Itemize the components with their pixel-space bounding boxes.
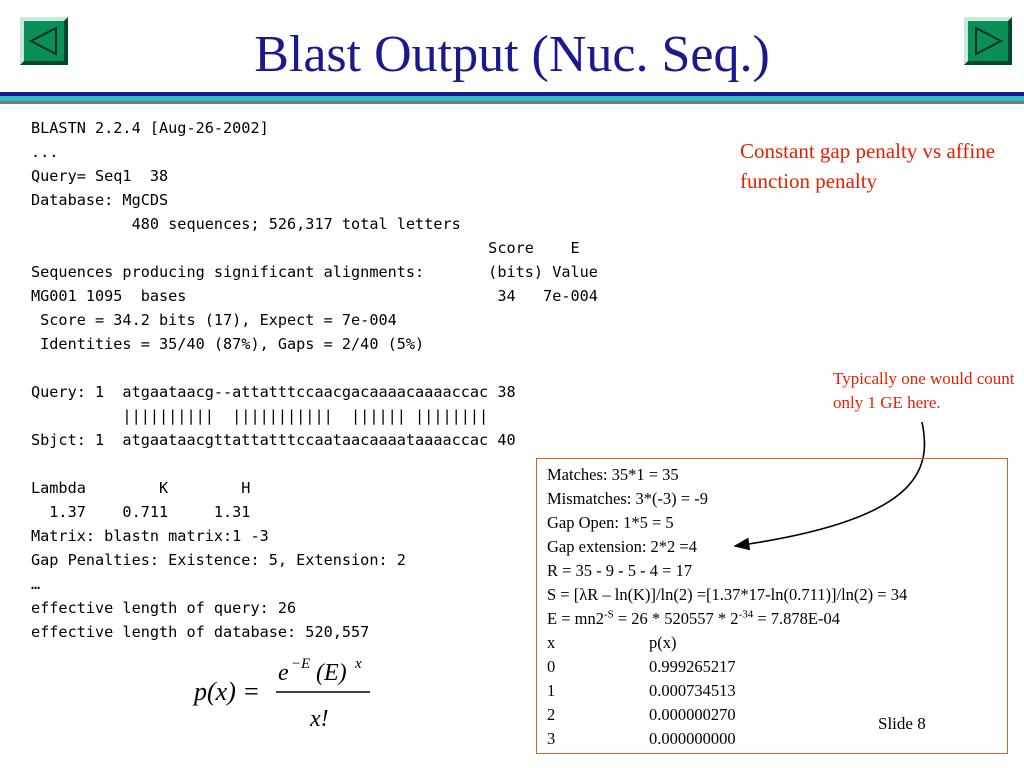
poisson-x-value: 1 xyxy=(547,681,556,700)
formula-lhs: p(x) = xyxy=(192,677,260,706)
poisson-x-value: 3 xyxy=(547,729,556,748)
formula-numerator-exp1: −E xyxy=(291,656,310,672)
poisson-x-value: 0 xyxy=(547,657,556,676)
formula-numerator-exp2: x xyxy=(354,656,362,672)
formula-denominator: x! xyxy=(309,706,329,732)
calc-gap-extension: Gap extension: 2*2 =4 xyxy=(547,537,697,556)
calc-mismatches: Mismatches: 3*(-3) = -9 xyxy=(547,489,708,508)
formula-numerator-base: e xyxy=(278,660,289,686)
poisson-formula: p(x) = e −E (E) x x! xyxy=(192,656,370,732)
title-divider xyxy=(0,92,1024,106)
calc-raw-score: R = 35 - 9 - 5 - 4 = 17 xyxy=(547,561,693,580)
poisson-x-value: 2 xyxy=(547,705,556,724)
poisson-table-row: 3 0.000000000 xyxy=(547,727,1007,751)
formula-numerator-mid: (E) xyxy=(316,660,347,686)
poisson-probability: 0.000000000 xyxy=(649,729,736,748)
slide-title: Blast Output (Nuc. Seq.) xyxy=(254,26,770,83)
gap-penalty-note: Constant gap penalty vs affine function … xyxy=(740,139,996,193)
blast-output-text: BLASTN 2.2.4 [Aug-26-2002] ... Query= Se… xyxy=(31,119,598,641)
calc-matches: Matches: 35*1 = 35 xyxy=(547,465,679,484)
poisson-probability: 0.000000270 xyxy=(649,705,736,724)
poisson-table: 0 0.999265217 1 0.000734513 2 0.000000270 3 0.0… xyxy=(547,655,1007,751)
triangle-left-icon xyxy=(29,26,57,56)
calc-bit-score: S = [λR – ln(K)]/ln(2) =[1.37*17-ln(0.71… xyxy=(547,585,908,604)
calc-gap-open: Gap Open: 1*5 = 5 xyxy=(547,513,674,532)
poisson-table-row: 1 0.000734513 xyxy=(547,679,1007,703)
next-slide-button[interactable] xyxy=(964,17,1012,65)
gap-extension-note: Typically one would count only 1 GE here… xyxy=(833,369,1015,412)
poisson-probability: 0.999265217 xyxy=(649,657,736,676)
score-calculation-box: Matches: 35*1 = 35 Mismatches: 3*(-3) = … xyxy=(536,458,1008,754)
poisson-probability: 0.000734513 xyxy=(649,681,736,700)
calc-evalue: E = mn2-S = 26 * 520557 * 2-34 = 7.878E-… xyxy=(547,608,840,628)
slide-number: Slide 8 xyxy=(878,714,926,733)
poisson-table-row: 0 0.999265217 xyxy=(547,655,1007,679)
triangle-right-icon xyxy=(975,26,1003,56)
previous-slide-button[interactable] xyxy=(20,17,68,65)
poisson-table-row: 2 0.000000270 xyxy=(547,703,1007,727)
